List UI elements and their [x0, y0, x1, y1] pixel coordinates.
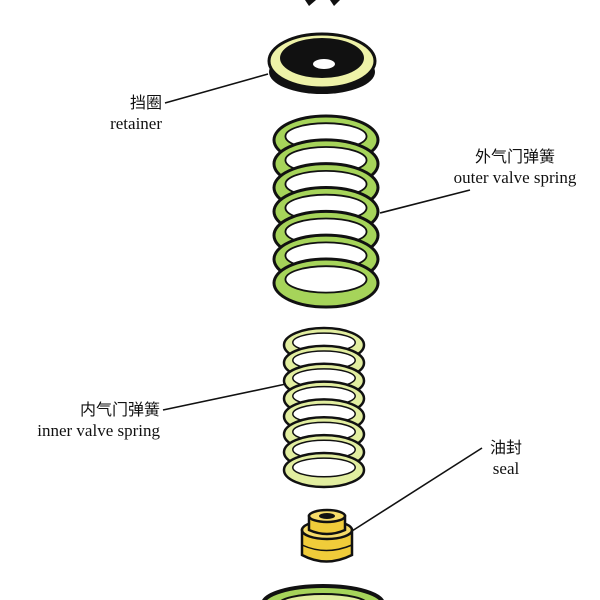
inner-spring-label-cn: 内气门弹簧 [79, 400, 160, 419]
outer-spring-label-en: outer valve spring [453, 168, 577, 187]
inner-spring-label-en: inner valve spring [37, 421, 160, 440]
valve-stem-tip [305, 0, 340, 6]
retainer-label: 挡圈 retainer [70, 92, 162, 134]
seal-leader-line [351, 447, 483, 532]
outer-spring-label: 外气门弹簧 outer valve spring [430, 146, 600, 188]
retainer [267, 32, 377, 94]
seal-label-cn: 油封 [489, 438, 522, 457]
outer-spring-label-cn: 外气门弹簧 [474, 147, 555, 166]
retainer-label-cn: 挡圈 [129, 93, 162, 112]
inner-spring-leader-line [162, 383, 287, 411]
retainer-label-en: retainer [110, 114, 162, 133]
inner-spring-coil-inner [292, 457, 356, 478]
outer-spring-coil-inner [284, 265, 368, 294]
retainer-leader-line [164, 73, 269, 104]
inner-valve-spring [282, 326, 366, 489]
spring-seat [262, 584, 384, 600]
inner-spring-label: 内气门弹簧 inner valve spring [0, 399, 160, 441]
valve-stem-seal [300, 508, 354, 563]
outer-spring-leader-line [379, 189, 471, 214]
seal-label-en: seal [492, 459, 520, 478]
seal-label: 油封 seal [476, 437, 536, 479]
outer-valve-spring [272, 114, 380, 309]
